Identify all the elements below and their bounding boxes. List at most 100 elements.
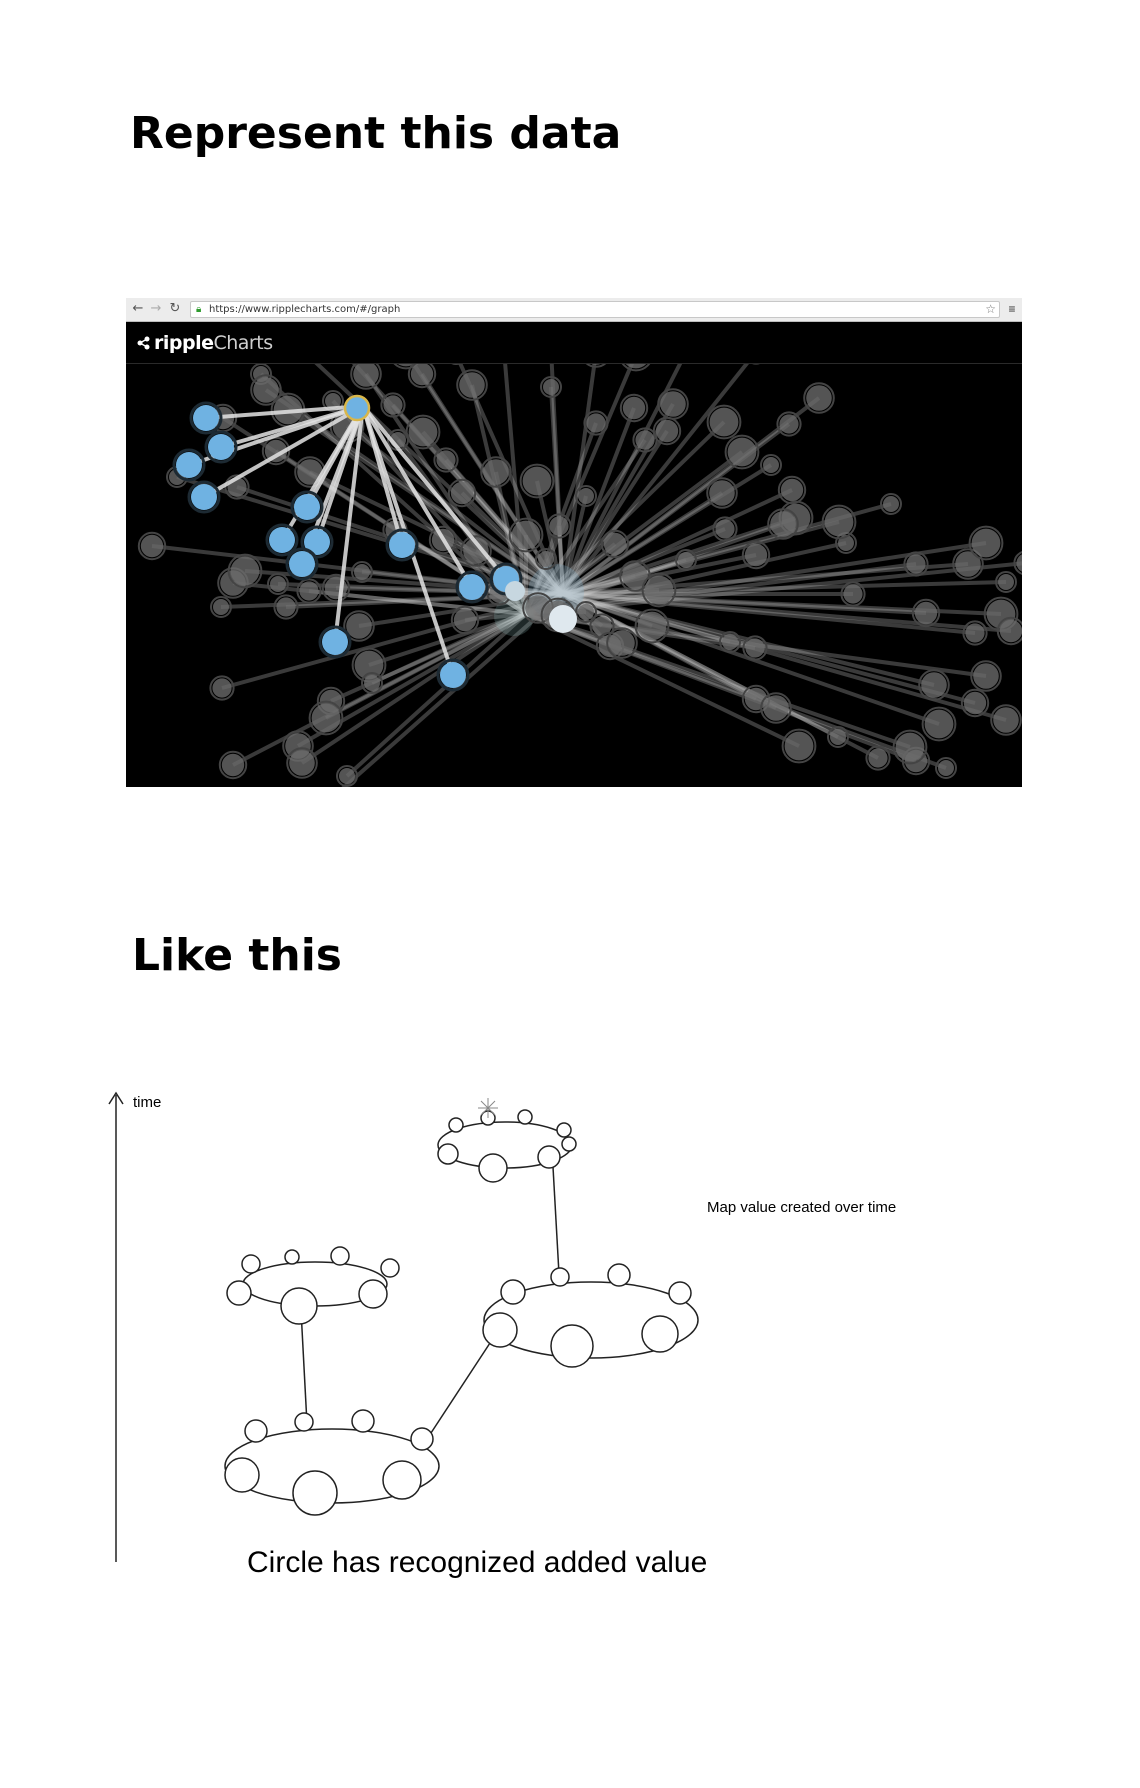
connector-line: [552, 1166, 560, 1275]
member-node: [241, 1254, 261, 1274]
menu-icon[interactable]: ≡: [1008, 302, 1016, 316]
network-node: [678, 552, 694, 568]
node-ring: [706, 477, 738, 509]
edge-line: [549, 386, 565, 595]
member-node: [550, 1324, 594, 1368]
edge-line: [525, 612, 800, 748]
network-node: [230, 556, 260, 586]
network-node: [709, 407, 739, 437]
node-ring: [172, 448, 206, 482]
edge-line: [562, 592, 777, 710]
edge-line: [562, 562, 969, 596]
node-ring: [990, 704, 1022, 736]
node-ring: [343, 610, 375, 642]
node-ring: [621, 364, 651, 372]
node-ring: [436, 658, 470, 692]
node-ring: [995, 571, 1017, 593]
edge-line: [345, 424, 565, 596]
selected-node: [343, 394, 371, 422]
node-ring: [318, 625, 352, 659]
node-ring: [575, 485, 597, 507]
network-node: [346, 613, 372, 639]
highlighted-node: [304, 529, 330, 555]
highlighted-node: [294, 494, 320, 520]
network-node: [779, 414, 799, 434]
network-node: [591, 364, 601, 365]
node-ring: [712, 516, 738, 542]
node-ring: [480, 456, 512, 488]
browser-toolbar: ← → ↻ 🔒︎ https://www.ripplecharts.com/#/…: [126, 298, 1022, 322]
forward-arrow-icon[interactable]: →: [150, 301, 162, 316]
node-ring: [322, 390, 344, 412]
ripplecharts-logo[interactable]: rippleCharts: [137, 332, 273, 354]
node-ring: [250, 374, 282, 406]
network-node: [453, 608, 477, 632]
highlighted-node: [440, 662, 466, 688]
edge-line: [535, 480, 565, 595]
reload-icon[interactable]: ↻: [169, 301, 181, 316]
edge-line: [524, 438, 647, 616]
network-node: [354, 564, 370, 580]
network-node: [895, 732, 925, 762]
node-ring: [921, 706, 957, 742]
network-node: [543, 379, 559, 395]
network-node: [655, 419, 679, 443]
edge-line: [351, 364, 565, 596]
edge-line: [525, 522, 784, 616]
back-arrow-icon[interactable]: ←: [132, 301, 144, 316]
member-node: [330, 1246, 350, 1266]
highlight-edge: [205, 404, 364, 420]
member-node: [537, 1145, 561, 1169]
edge-line: [525, 612, 911, 749]
sparkle-icon: [478, 1098, 498, 1118]
network-node: [578, 488, 594, 504]
edge-line: [562, 592, 1012, 633]
node-ring: [267, 573, 289, 595]
network-node: [660, 391, 686, 417]
network-node: [221, 753, 245, 777]
node-ring: [760, 692, 792, 724]
member-node: [244, 1419, 268, 1443]
network-node: [213, 599, 229, 615]
node-ring: [960, 688, 990, 718]
member-node: [607, 1263, 631, 1287]
edge-line: [525, 561, 1022, 616]
lock-icon: 🔒︎: [196, 304, 202, 315]
node-ring: [652, 416, 682, 446]
member-node: [482, 1312, 518, 1348]
network-node: [993, 707, 1019, 733]
app-header: rippleCharts: [126, 322, 1022, 364]
network-graph[interactable]: [126, 364, 1022, 787]
network-node: [868, 748, 888, 768]
network-node: [511, 520, 541, 550]
network-node: [459, 372, 485, 398]
edge-line: [561, 429, 669, 596]
network-node: [140, 534, 164, 558]
edge-line: [562, 592, 976, 635]
network-node: [408, 417, 438, 447]
member-node: [294, 1412, 314, 1432]
member-node: [226, 1280, 252, 1306]
network-node: [299, 581, 319, 601]
node-ring: [321, 573, 351, 603]
bookmark-star-icon[interactable]: ☆: [985, 302, 996, 316]
edge-line: [221, 592, 564, 690]
address-bar[interactable]: 🔒︎ https://www.ripplecharts.com/#/graph …: [190, 301, 1000, 318]
highlighted-node: [193, 405, 219, 431]
network-node: [965, 623, 985, 643]
highlighted-node: [322, 629, 348, 655]
network-node: [311, 703, 341, 733]
node-ring: [968, 525, 1004, 561]
network-node: [938, 760, 954, 776]
member-node: [478, 1153, 508, 1183]
network-node: [463, 538, 489, 564]
node-ring: [351, 561, 373, 583]
network-node: [770, 511, 796, 537]
network-node: [998, 574, 1014, 590]
member-node: [561, 1136, 577, 1152]
node-ring: [361, 672, 383, 694]
node-ring: [962, 620, 988, 646]
edge-line: [524, 450, 744, 616]
member-node: [500, 1279, 526, 1305]
node-ring: [776, 411, 802, 437]
